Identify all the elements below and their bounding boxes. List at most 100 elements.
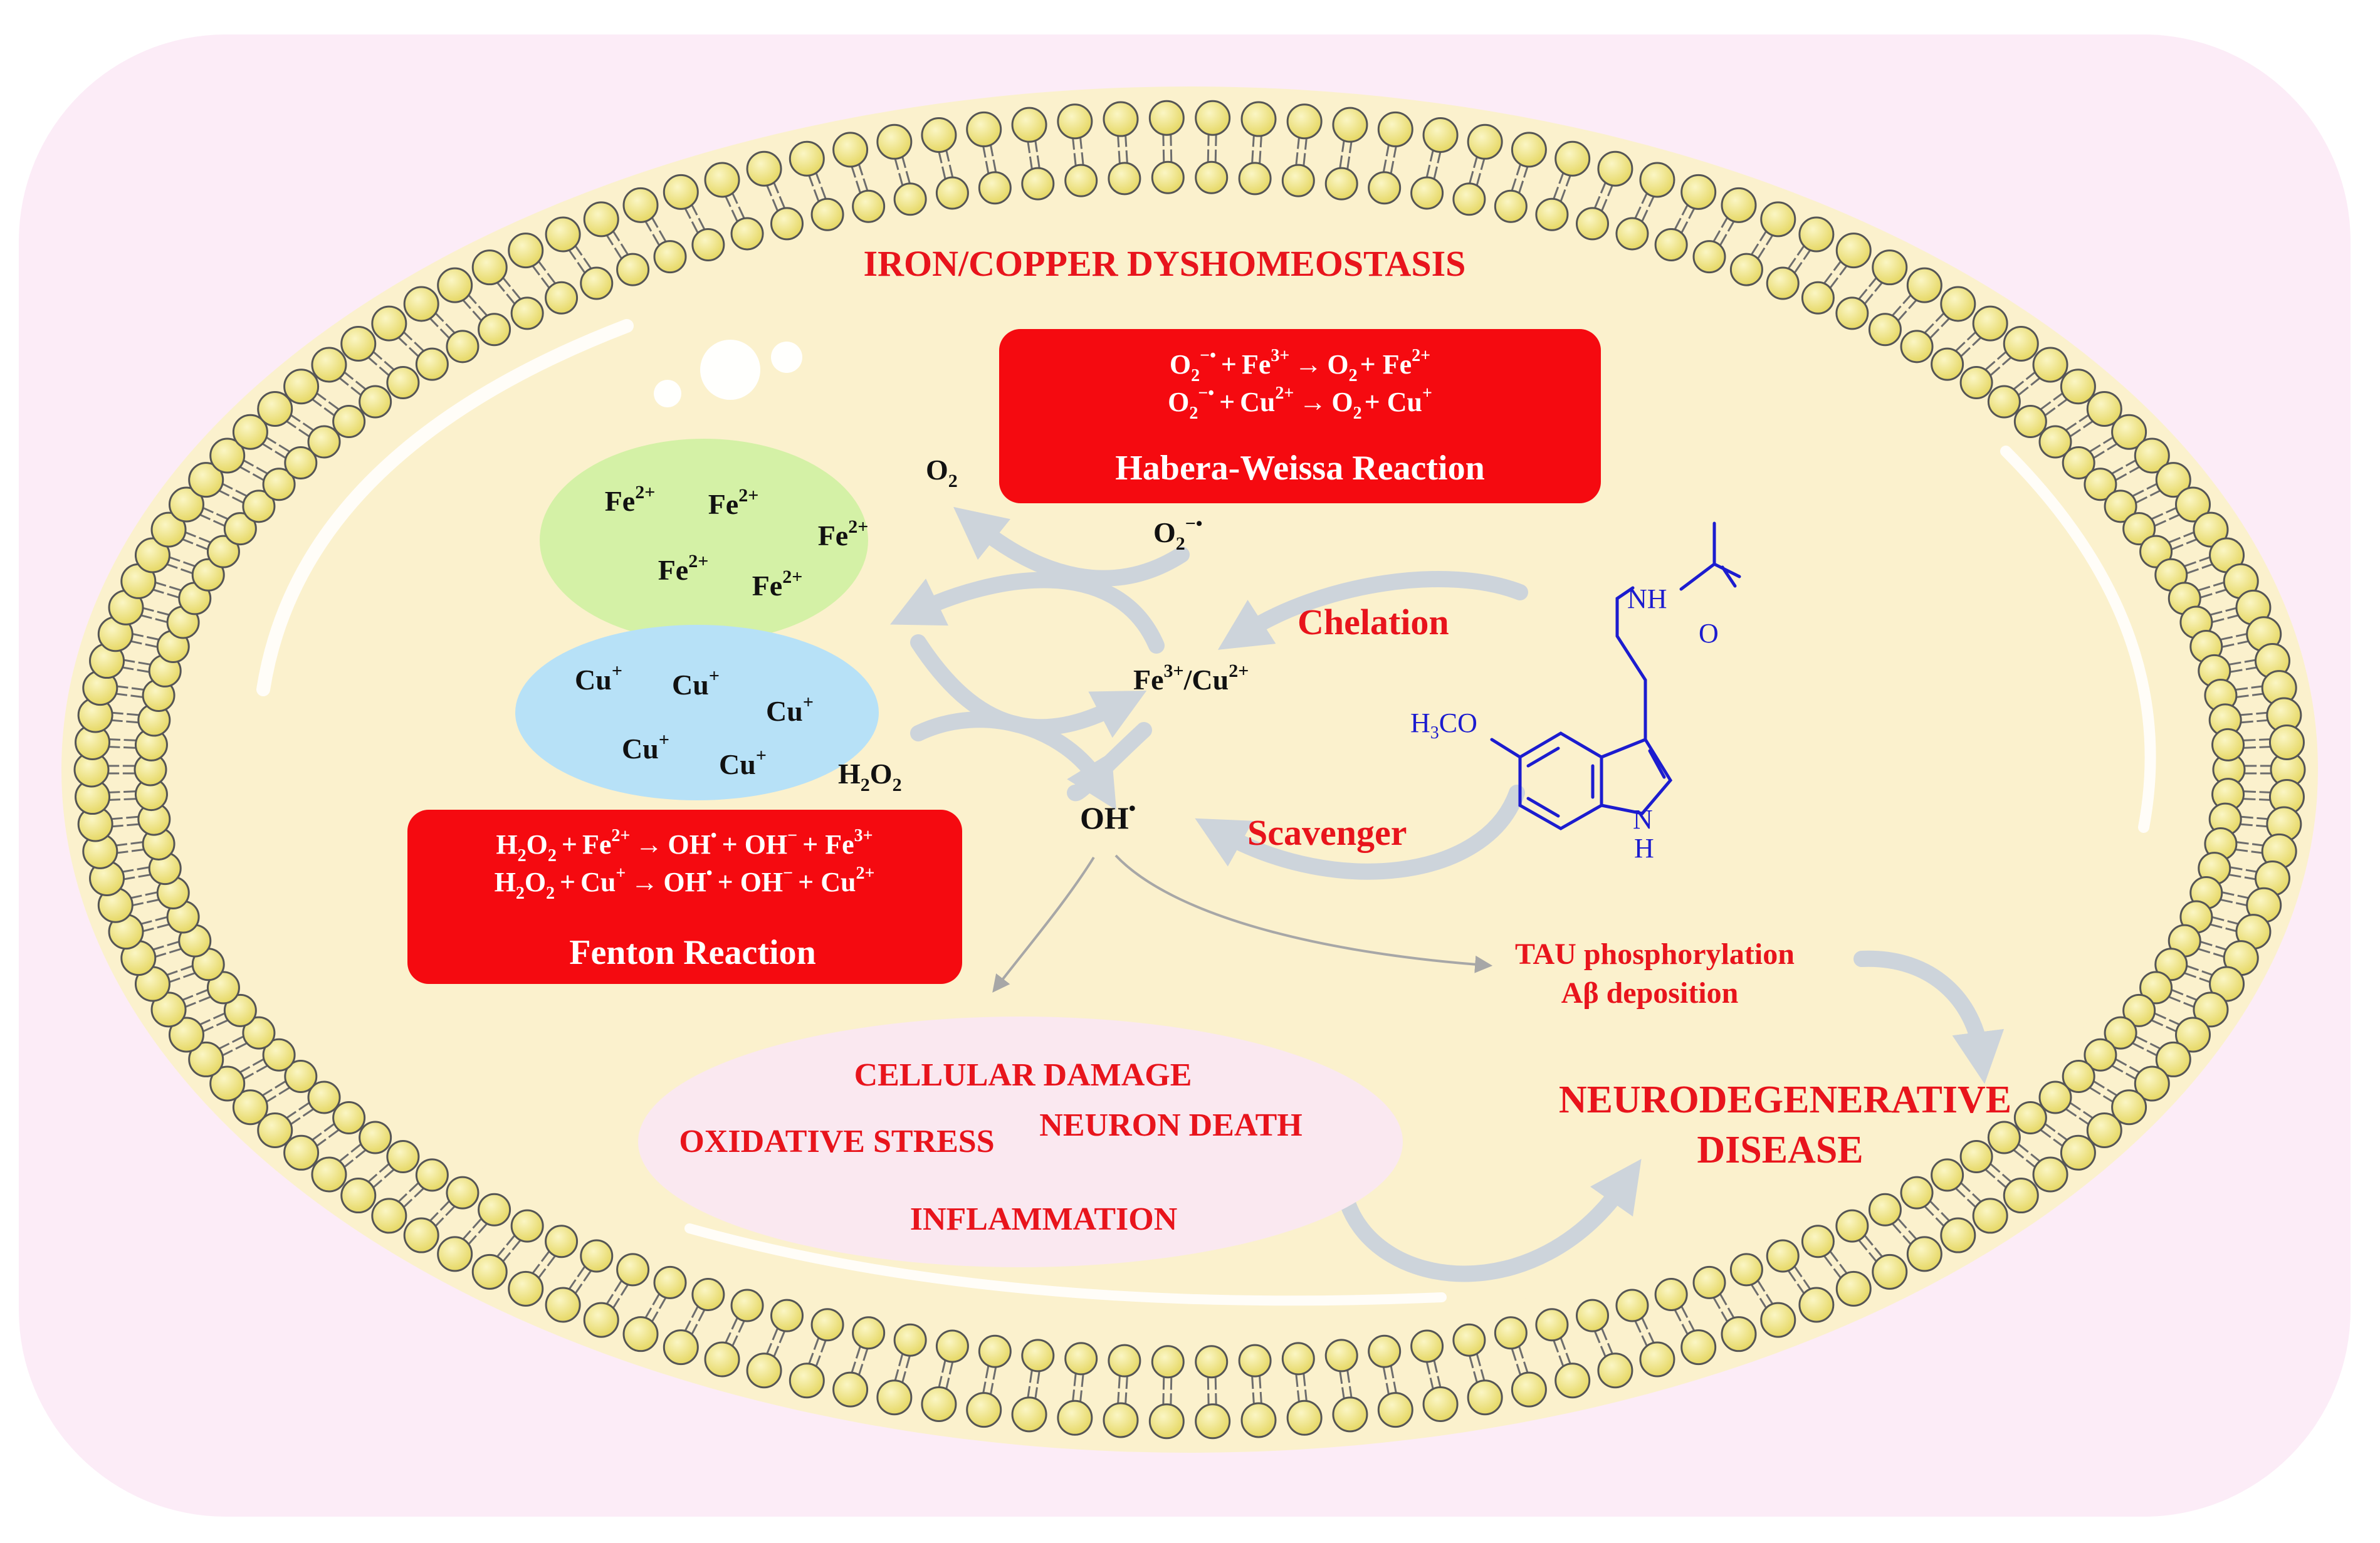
lipid-head [1151, 1345, 1185, 1379]
lipid-head [1286, 1399, 1323, 1436]
lipid-head [1452, 182, 1486, 216]
lipid-head [1554, 1363, 1591, 1399]
indole-n-label: N [1633, 804, 1653, 835]
lipid-head [770, 207, 804, 241]
lipid-head [770, 1299, 804, 1332]
copper-ion-label: Cu+ [719, 745, 767, 780]
lipid-head [1281, 164, 1315, 197]
lipid-head [1422, 117, 1459, 153]
lipid-head [852, 1316, 886, 1350]
lipid-head [403, 286, 439, 322]
fenton-box: H2O2+Fe2+→OH•+ OH−+ Fe3+ H2O2+Cu+→OH•+ O… [407, 810, 962, 984]
fenton-title: Fenton Reaction [569, 933, 816, 972]
lipid-head [1972, 305, 2008, 342]
scavenger-arrow [1195, 785, 1525, 880]
lipid-head [437, 267, 473, 303]
lipid-head [789, 140, 825, 177]
abeta-deposition-label: Aβ deposition [1561, 976, 1739, 1010]
lipid-head [508, 233, 544, 269]
pyrrole-ring [1600, 737, 1673, 815]
lipid-head [2122, 993, 2156, 1027]
lipid-head [1868, 313, 1902, 347]
lipid-head [921, 117, 957, 153]
lipid-head [2193, 511, 2229, 548]
lipid-head [2175, 1017, 2211, 1053]
lipid-head [168, 1017, 204, 1053]
oxidative-stress-label: OXIDATIVE STRESS [679, 1124, 994, 1159]
superoxide-label: O2−• [1153, 513, 1202, 554]
lipid-head [1452, 1323, 1486, 1357]
lipid-head [2060, 369, 2096, 405]
lipid-head [332, 405, 366, 439]
lipid-head [1494, 189, 1528, 223]
lipid-head [1377, 1392, 1413, 1428]
lipid-head [966, 1392, 1002, 1428]
lipid-head [1332, 107, 1368, 143]
lipid-head [935, 1329, 969, 1363]
lipid-head [415, 347, 449, 381]
lipid-head [307, 1080, 341, 1114]
lipid-head [1151, 160, 1185, 194]
lipid-head [1410, 1329, 1444, 1363]
lipid-head [1281, 1342, 1315, 1376]
acetyl-group [1679, 521, 1741, 591]
neuron-death-label: NEURON DEATH [1039, 1107, 1302, 1143]
lipid-head [2062, 446, 2095, 479]
lipid-head [1467, 123, 1503, 160]
lipid-head [1108, 1344, 1141, 1378]
lipid-head [1554, 140, 1591, 177]
lipid-head [1103, 101, 1139, 137]
lipid-head [471, 1253, 508, 1290]
lipid-head [746, 150, 782, 187]
lipid-head [284, 446, 318, 479]
lipid-head [191, 558, 225, 592]
lipid-head [663, 1329, 699, 1366]
lipid-head [1835, 1270, 1872, 1307]
carbonyl-o-label: O [1699, 618, 1719, 649]
lipid-head [1324, 167, 1358, 201]
lipid-head [2003, 1178, 2039, 1214]
lipid-head [1535, 1308, 1569, 1342]
scavenger-label: Scavenger [1247, 812, 1407, 853]
lipid-head [1959, 366, 1993, 400]
arrow-tau-to-disease [1853, 950, 2005, 1084]
lipid-head [852, 189, 886, 223]
lipid-head [545, 216, 581, 253]
arrow-h2o2-to-hydroxyl [910, 711, 1117, 810]
lipid-head [1835, 233, 1872, 269]
lipid-head [545, 281, 579, 315]
lipid-head [2139, 971, 2173, 1005]
lipid-head [545, 1287, 581, 1323]
lipid-head [1801, 281, 1835, 315]
lipid-head [2003, 325, 2039, 362]
lipid-head [1615, 217, 1649, 251]
lipid-head [223, 512, 257, 546]
lipid-head [1615, 1289, 1649, 1322]
copper-ion-label: Cu+ [575, 661, 622, 696]
lipid-head [935, 176, 969, 210]
lipid-head [478, 313, 511, 347]
lipid-head [1597, 1352, 1633, 1389]
lipid-head [307, 425, 341, 459]
lipid-head [1108, 162, 1141, 196]
lipid-head [653, 240, 687, 274]
lipid-head [1597, 150, 1633, 187]
lipid-head [257, 1112, 293, 1149]
lipid-head [1798, 216, 1835, 253]
lipid-head [168, 486, 204, 523]
ethyl-chain [1615, 586, 1647, 741]
lipid-head [359, 1121, 392, 1154]
lipid-head [340, 325, 377, 362]
lipid-head [209, 437, 246, 474]
lipid-head [1872, 249, 1908, 286]
lipid-head [2086, 1112, 2122, 1149]
lipid-head [1011, 107, 1047, 143]
lipid-head [2084, 468, 2117, 501]
lipid-head [1940, 1217, 1976, 1253]
cytoplasm-highlight [684, 1223, 1447, 1306]
lipid-head [446, 330, 480, 364]
lipid-head [283, 369, 320, 405]
lipid-head [386, 366, 420, 400]
lipid-head [359, 385, 392, 419]
lipid-head [1766, 1239, 1800, 1273]
